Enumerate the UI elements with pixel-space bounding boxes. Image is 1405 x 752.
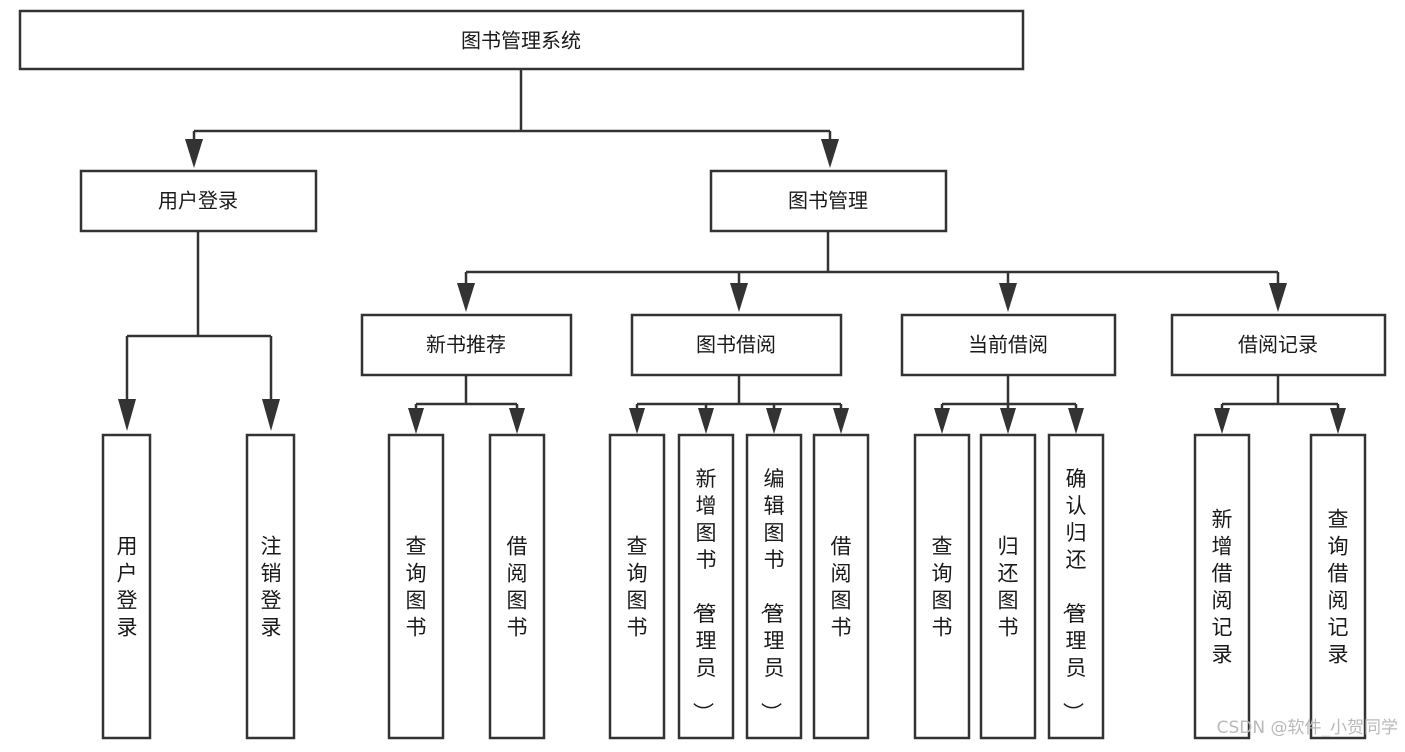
node-leaf-user-login[interactable]: 用户登录	[101, 433, 152, 740]
node-leaf-query-book-1-rect[interactable]	[387, 433, 445, 740]
connector-bookmgmt-to-level3	[457, 231, 1287, 312]
node-book-borrow[interactable]: 图书借阅	[630, 313, 843, 377]
arrow-head-icon	[118, 399, 136, 431]
node-leaf-borrow-book-1[interactable]: 借阅图书	[488, 433, 546, 740]
connector-userlogin-to-leaves	[118, 231, 280, 431]
node-leaf-query-record-label: 查询借阅记录	[1328, 508, 1349, 667]
node-leaf-return-book-label: 归还图书	[998, 535, 1019, 640]
node-leaf-query-book-3-label: 查询图书	[932, 535, 953, 640]
node-leaf-query-book-2-label: 查询图书	[627, 535, 648, 640]
node-user-login-label: 用户登录	[158, 189, 238, 213]
node-leaf-query-book-3[interactable]: 查询图书	[913, 433, 971, 740]
arrow-head-icon	[629, 408, 645, 434]
node-book-borrow-rect[interactable]	[630, 313, 843, 377]
node-leaf-borrow-book-1-label: 借阅图书	[507, 535, 528, 640]
node-leaf-query-record-rect[interactable]	[1309, 433, 1367, 740]
connector-root-to-level2	[185, 69, 839, 168]
arrow-head-icon	[408, 408, 424, 434]
arrow-head-icon	[766, 408, 782, 434]
arrow-head-icon	[698, 408, 714, 434]
node-leaf-edit-book-rect[interactable]	[745, 433, 803, 740]
node-leaf-user-login-rect[interactable]	[101, 433, 152, 740]
node-root[interactable]: 图书管理系统	[18, 9, 1025, 71]
node-current-borrow[interactable]: 当前借阅	[900, 313, 1117, 377]
arrow-head-icon	[185, 139, 203, 168]
node-leaf-borrow-book-2-rect[interactable]	[812, 433, 870, 740]
node-new-book-recommend-label: 新书推荐	[426, 333, 506, 357]
node-leaf-edit-book[interactable]: 编辑图书（管理员）	[745, 433, 803, 740]
node-borrow-record-label: 借阅记录	[1238, 333, 1318, 357]
arrow-head-icon	[730, 283, 748, 312]
node-new-book-recommend-rect[interactable]	[360, 313, 573, 377]
node-leaf-confirm-return-label: 确认归还（管理员）	[1061, 467, 1087, 723]
node-leaf-add-record-rect[interactable]	[1193, 433, 1251, 740]
node-leaf-add-book[interactable]: 新增图书（管理员）	[677, 433, 735, 740]
connector-borrowrecord-to-leaves	[1214, 375, 1346, 434]
node-leaf-borrow-book-1-rect[interactable]	[488, 433, 546, 740]
arrow-head-icon	[934, 408, 950, 434]
arrow-head-icon	[509, 408, 525, 434]
node-leaf-borrow-book-2-label: 借阅图书	[831, 535, 852, 640]
node-leaf-edit-book-label: 编辑图书（管理员）	[759, 467, 785, 723]
node-leaf-add-record[interactable]: 新增借阅记录	[1193, 433, 1251, 740]
node-leaf-query-record[interactable]: 查询借阅记录	[1309, 433, 1367, 740]
node-leaf-user-login-label: 用户登录	[117, 535, 138, 640]
node-leaf-query-book-1[interactable]: 查询图书	[387, 433, 445, 740]
node-leaf-query-book-2-rect[interactable]	[608, 433, 666, 740]
connector-currentborrow-to-leaves	[934, 375, 1084, 434]
watermark-text: CSDN @软件_小贺同学	[1217, 718, 1398, 738]
node-current-borrow-label: 当前借阅	[968, 333, 1048, 357]
node-borrow-record-rect[interactable]	[1170, 313, 1387, 377]
node-leaf-confirm-return-rect[interactable]	[1047, 433, 1105, 740]
connector-bookborrow-to-leaves	[629, 375, 849, 434]
node-leaf-query-book-1-label: 查询图书	[406, 535, 427, 640]
node-root-rect[interactable]	[18, 9, 1025, 71]
node-user-login[interactable]: 用户登录	[79, 169, 318, 233]
arrow-head-icon	[262, 399, 280, 431]
node-leaf-borrow-book-2[interactable]: 借阅图书	[812, 433, 870, 740]
node-leaf-return-book-rect[interactable]	[979, 433, 1037, 740]
arrow-head-icon	[1000, 408, 1016, 434]
arrow-head-icon	[1330, 408, 1346, 434]
node-leaf-add-book-label: 新增图书（管理员）	[691, 467, 717, 723]
node-book-management-label: 图书管理	[788, 189, 868, 213]
node-borrow-record[interactable]: 借阅记录	[1170, 313, 1387, 377]
node-leaf-add-book-rect[interactable]	[677, 433, 735, 740]
node-leaf-logout-login[interactable]: 注销登录	[245, 433, 296, 740]
node-current-borrow-rect[interactable]	[900, 313, 1117, 377]
node-leaf-add-record-label: 新增借阅记录	[1212, 508, 1233, 667]
arrow-head-icon	[1269, 283, 1287, 312]
arrow-head-icon	[1068, 408, 1084, 434]
node-leaf-return-book[interactable]: 归还图书	[979, 433, 1037, 740]
node-leaf-query-book-3-rect[interactable]	[913, 433, 971, 740]
arrow-head-icon	[457, 283, 475, 312]
node-book-management-rect[interactable]	[709, 169, 948, 233]
connector-newbook-to-leaves	[408, 375, 525, 434]
arrow-head-icon	[999, 283, 1017, 312]
node-leaf-confirm-return[interactable]: 确认归还（管理员）	[1047, 433, 1105, 740]
node-book-borrow-label: 图书借阅	[696, 333, 776, 357]
node-root-label: 图书管理系统	[461, 29, 581, 53]
node-leaf-query-book-2[interactable]: 查询图书	[608, 433, 666, 740]
arrow-head-icon	[821, 139, 839, 168]
node-new-book-recommend[interactable]: 新书推荐	[360, 313, 573, 377]
node-leaf-logout-login-label: 注销登录	[261, 535, 282, 640]
arrow-head-icon	[833, 408, 849, 434]
node-user-login-rect[interactable]	[79, 169, 318, 233]
node-book-management[interactable]: 图书管理	[709, 169, 948, 233]
arrow-head-icon	[1214, 408, 1230, 434]
node-leaf-logout-login-rect[interactable]	[245, 433, 296, 740]
